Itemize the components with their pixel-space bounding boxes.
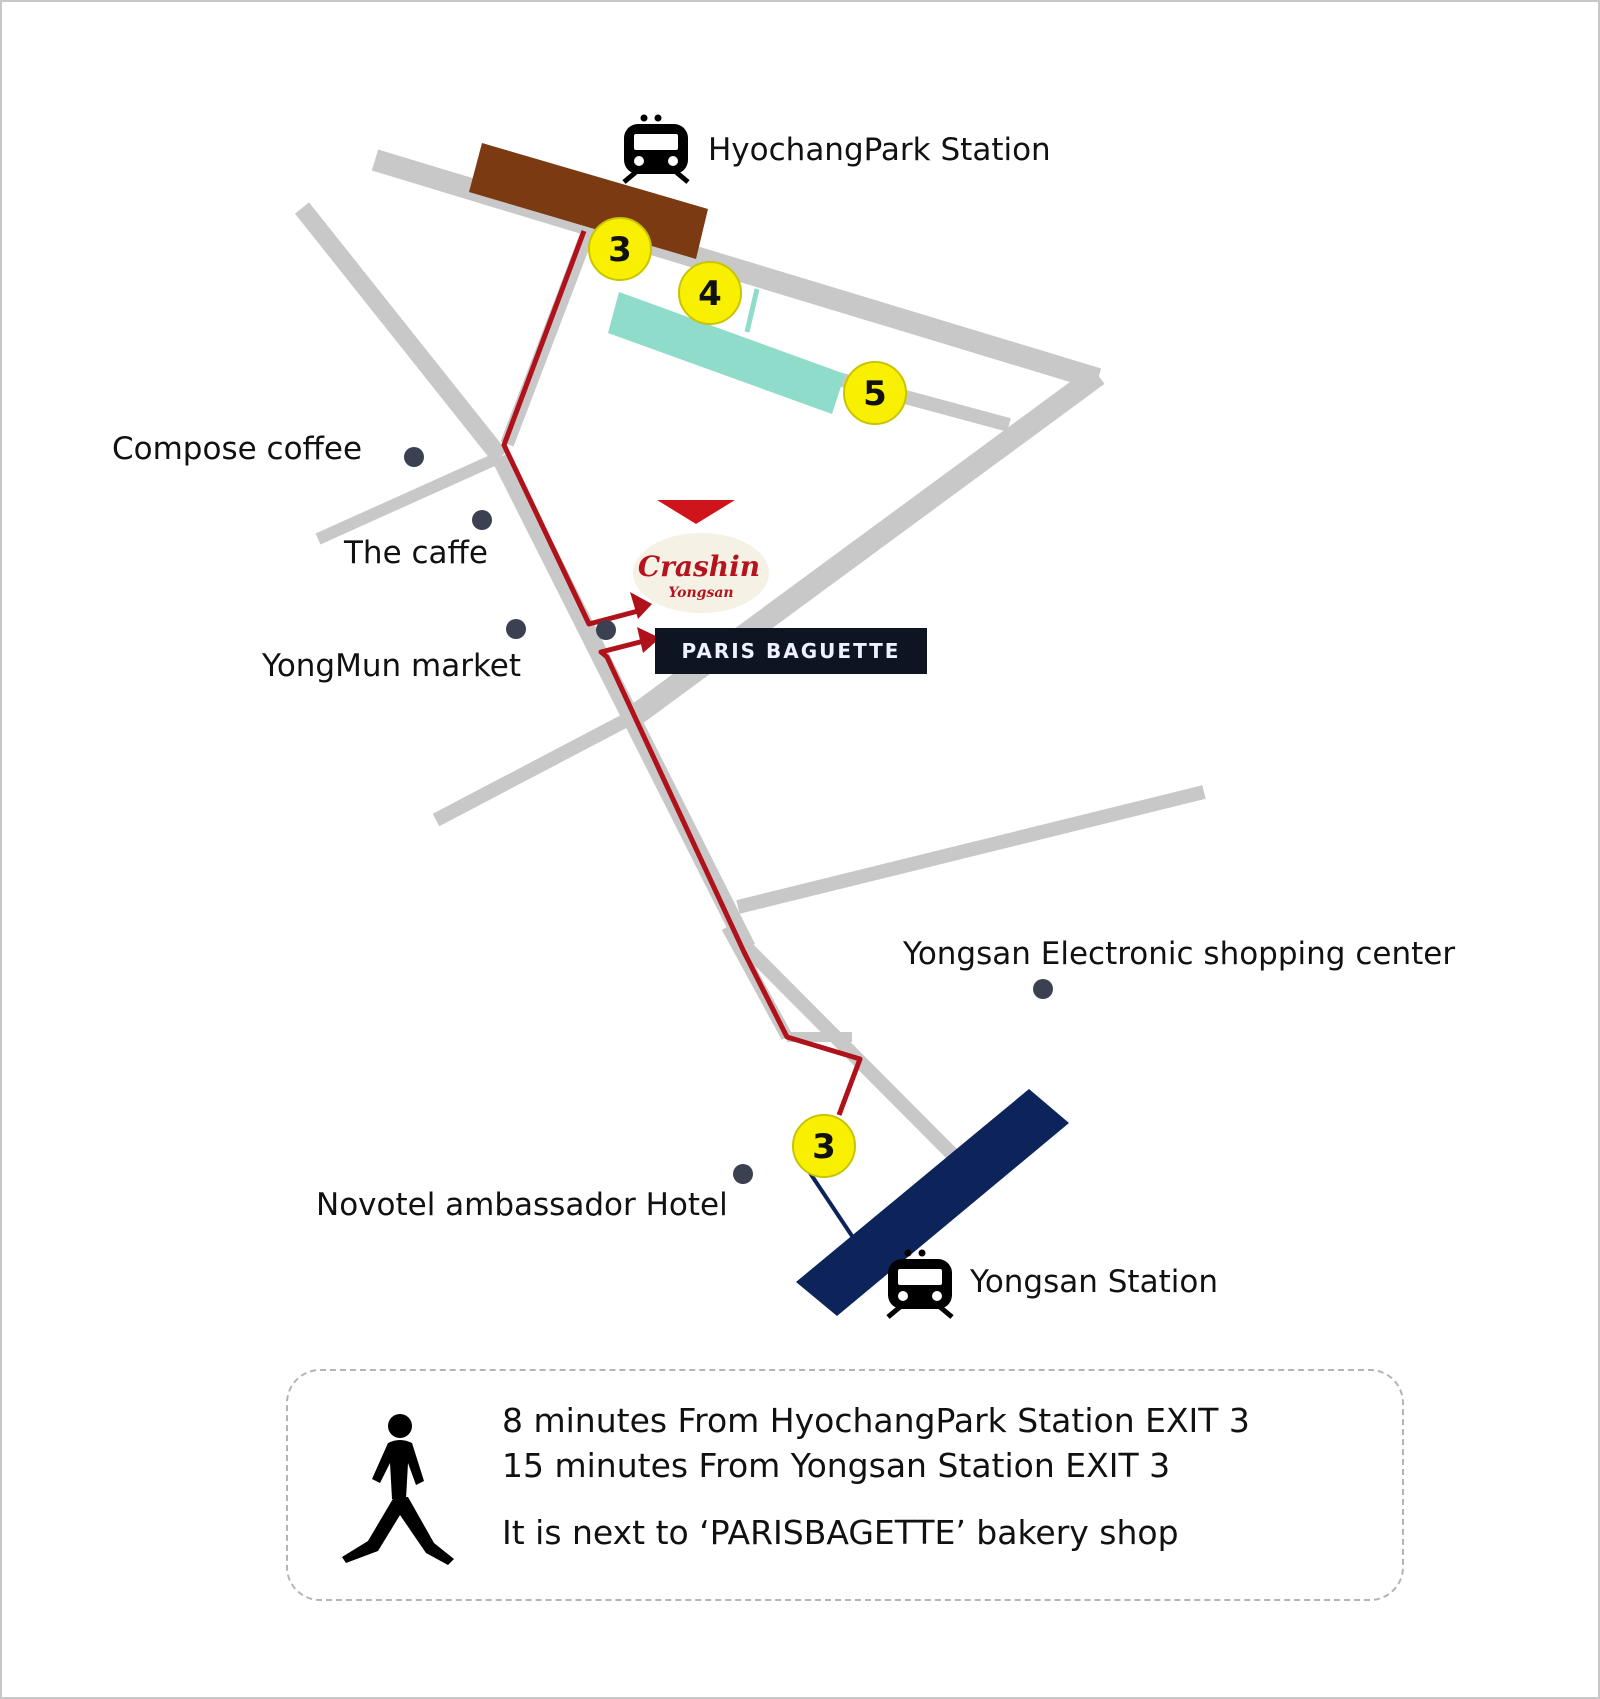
info-line-paris-baguette: It is next to ‘PARISBAGETTE’ bakery shop xyxy=(502,1513,1179,1552)
exit-number: 4 xyxy=(698,274,722,314)
the-caffe-dot xyxy=(472,510,492,530)
train-icon xyxy=(622,114,690,184)
novotel-dot xyxy=(733,1164,753,1184)
yongmun-market-dot xyxy=(506,619,526,639)
walking-routes xyxy=(501,230,863,1116)
exit-number: 3 xyxy=(608,230,632,270)
exit-number: 5 xyxy=(863,374,887,414)
exit4-connector xyxy=(744,288,760,333)
yongsan-station-block xyxy=(796,1089,1069,1316)
road-east xyxy=(736,785,1206,914)
compose-coffee-label: Compose coffee xyxy=(112,431,362,467)
compose-coffee-dot xyxy=(404,447,424,467)
info-line-yongsan: 15 minutes From Yongsan Station EXIT 3 xyxy=(502,1446,1171,1485)
road-compose xyxy=(315,452,501,545)
yongsan-electronic-dot xyxy=(1033,979,1053,999)
yongsan-station-label: Yongsan Station xyxy=(969,1264,1218,1300)
crashin-logo: Crashin Yongsan xyxy=(633,533,769,613)
novotel-label: Novotel ambassador Hotel xyxy=(316,1187,728,1223)
route-map: 3 4 5 3 Crashin Yongsan xyxy=(112,114,1455,1319)
station-building xyxy=(608,292,845,414)
route-arrow-head-crashin xyxy=(630,592,652,619)
yongsan-electronic-label: Yongsan Electronic shopping center xyxy=(902,936,1455,972)
route-from-yongsan xyxy=(598,637,863,1116)
the-caffe-label: The caffe xyxy=(343,535,488,571)
destination-marker xyxy=(657,500,735,524)
exit-marker-hyochang-3: 3 xyxy=(588,217,652,281)
exit-marker-yongsan-3: 3 xyxy=(792,1114,856,1178)
route-from-hyochang xyxy=(501,230,643,627)
yongmun-market-label: YongMun market xyxy=(261,648,521,684)
walking-person-icon xyxy=(342,1414,454,1565)
train-icon xyxy=(886,1249,954,1319)
crashin-logo-text: Crashin xyxy=(638,550,760,583)
exit-number: 3 xyxy=(812,1127,836,1167)
route-arrow-head-paris xyxy=(637,627,660,653)
exit-marker-hyochang-5: 5 xyxy=(843,361,907,425)
paris-baguette-sign-text: PARIS BAGUETTE xyxy=(682,639,901,663)
road-west-diagonal xyxy=(294,202,508,463)
exit-marker-hyochang-4: 4 xyxy=(678,261,742,325)
landmark-dots xyxy=(404,447,1053,1184)
directions-box: 8 minutes From HyochangPark Station EXIT… xyxy=(286,1369,1404,1601)
crashin-logo-subtext: Yongsan xyxy=(668,585,733,601)
paris-baguette-sign: PARIS BAGUETTE xyxy=(655,628,927,674)
yongsan-exit-connector xyxy=(806,1168,856,1241)
paris-baguette-dot xyxy=(596,620,616,640)
hyochang-station-label: HyochangPark Station xyxy=(708,132,1051,168)
hyochang-station-block xyxy=(469,143,708,259)
road-branch xyxy=(500,229,595,447)
road-lower-west xyxy=(432,707,642,827)
info-line-hyochang: 8 minutes From HyochangPark Station EXIT… xyxy=(502,1401,1250,1440)
road-main-lower xyxy=(742,943,957,1159)
